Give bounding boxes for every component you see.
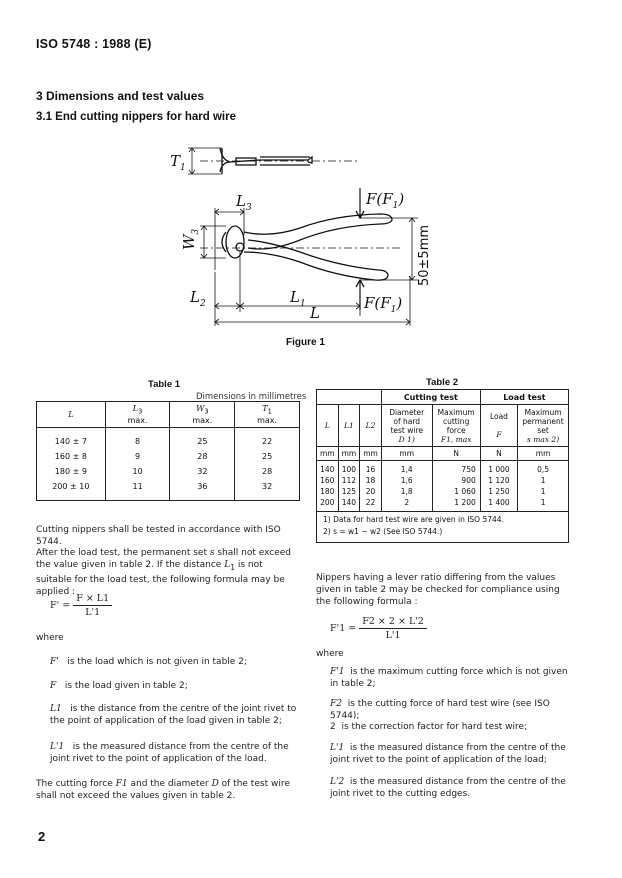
t2-header-l1: L1 (337, 404, 361, 447)
t2-header-l2: L2 (359, 404, 382, 447)
lower-handle (243, 239, 389, 281)
label-l: L (309, 304, 320, 322)
table1-units: Dimensions in millimetres (196, 392, 307, 402)
left-def3: L1 is the distance from the centre of th… (50, 704, 297, 726)
left-p2: After the load test, the permanent set s… (36, 548, 292, 597)
joint-rivet (235, 242, 245, 252)
right-def5: L'2 is the measured distance from the ce… (330, 777, 566, 799)
upper-handle (243, 213, 393, 250)
subsection-title: 3.1 End cutting nippers for hard wire (36, 111, 236, 123)
left-p1: Cutting nippers shall be tested in accor… (36, 525, 281, 547)
left-where: where (36, 633, 64, 643)
right-def1: F'1 is the maximum cutting force which i… (330, 667, 568, 689)
page-header: ISO 5748 : 1988 (E) (36, 37, 152, 51)
label-f-top: F(F1) (365, 190, 404, 211)
jaw-head (225, 225, 245, 259)
label-50mm: 50±5mm (417, 225, 432, 286)
label-l3: L3 (235, 192, 252, 213)
t2-footnote-2: 2) s = w1 − w2 (See ISO 5744.) (316, 527, 569, 543)
label-w3: W3 (180, 229, 201, 250)
label-t1: T1 (170, 152, 186, 173)
left-p3: The cutting force F1 and the diameter D … (36, 779, 290, 801)
left-def4: L'1 is the measured distance from the ce… (50, 742, 289, 764)
nippers-figure: T1 L3 W3 F(F1) F(F1) L2 L1 L 50±5mm (170, 147, 432, 326)
right-p1: Nippers having a lever ratio differing f… (316, 573, 560, 607)
right-def3: 2 is the correction factor for hard test… (330, 722, 528, 732)
left-def2: F is the load given in table 2; (50, 681, 188, 691)
right-def2: F2 is the cutting force of hard test wir… (330, 699, 550, 721)
t1-header-l: L (36, 401, 106, 428)
right-def4: L'1 is the measured distance from the ce… (330, 743, 566, 765)
right-where: where (316, 649, 344, 659)
table1-title: Table 1 (148, 379, 181, 390)
label-l2: L2 (189, 288, 206, 309)
left-def1: F' is the load which is not given in tab… (50, 657, 247, 667)
t2-footnote-1: 1) Data for hard test wire are given in … (316, 511, 569, 527)
t2-group-cutting: Cutting test (380, 389, 481, 405)
t2-header-l: L (316, 404, 339, 447)
label-l1: L1 (289, 288, 306, 309)
figure-caption: Figure 1 (286, 337, 325, 348)
table2-title: Table 2 (426, 377, 459, 388)
label-f-bottom: F(F1) (363, 294, 402, 315)
page-number: 2 (38, 829, 46, 844)
section-title: 3 Dimensions and test values (36, 89, 205, 103)
t2-group-load: Load test (479, 389, 570, 405)
